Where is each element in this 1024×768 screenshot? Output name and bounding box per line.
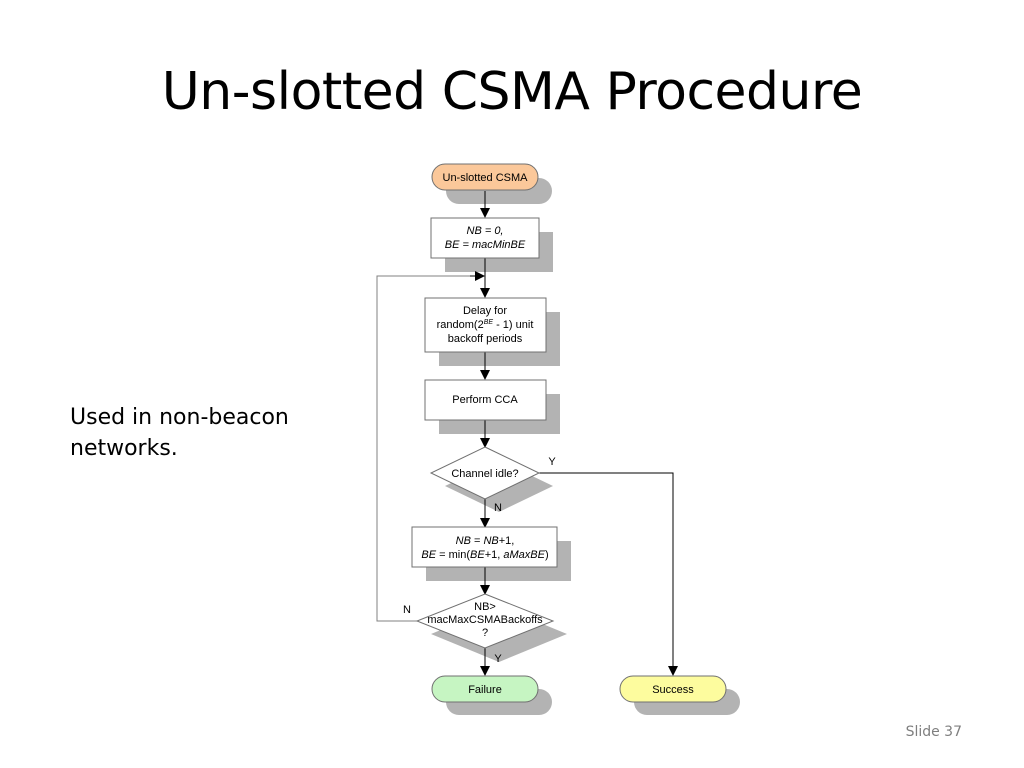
max-line3: ? — [482, 627, 488, 639]
failure-label: Failure — [468, 684, 502, 696]
node-success: Success — [619, 675, 727, 703]
init-line1: NB = 0, — [467, 225, 504, 237]
cca-label: Perform CCA — [452, 394, 518, 406]
connectors — [480, 191, 678, 676]
node-channel-idle-decision: Channel idle? Y N — [429, 446, 556, 514]
update-line2: BE = min(BE+1, aMaxBE) — [421, 549, 548, 561]
slide-number: Slide 37 — [905, 724, 962, 740]
node-delay: Delay for random(2BE - 1) unit backoff p… — [424, 297, 547, 353]
delay-line2: random(2BE - 1) unit — [437, 319, 534, 331]
max-line1: NB> — [474, 601, 496, 613]
bullet-text: Used in non-beacon networks. — [70, 405, 289, 461]
node-max-backoffs-decision: NB> macMaxCSMABackoffs ? N Y — [403, 593, 555, 665]
node-failure: Failure — [431, 675, 539, 703]
max-yes-label: Y — [494, 653, 502, 665]
node-cca: Perform CCA — [424, 379, 547, 421]
start-label: Un-slotted CSMA — [443, 172, 529, 184]
init-line2: BE = macMinBE — [445, 239, 526, 251]
update-line1: NB = NB+1, — [456, 535, 515, 547]
success-label: Success — [652, 684, 694, 696]
node-start: Un-slotted CSMA — [431, 163, 539, 191]
max-line2: macMaxCSMABackoffs — [427, 614, 543, 626]
max-no-label: N — [403, 604, 411, 616]
loop-back-line — [376, 275, 475, 622]
delay-line1: Delay for — [463, 305, 507, 317]
idle-yes-label: Y — [548, 456, 556, 468]
delay-line3: backoff periods — [448, 333, 523, 345]
node-update: NB = NB+1, BE = min(BE+1, aMaxBE) — [411, 526, 558, 568]
arrow-idle-to-success — [539, 472, 678, 676]
slide-title: Un-slotted CSMA Procedure — [161, 62, 863, 122]
idle-no-label: N — [494, 502, 502, 514]
node-init: NB = 0, BE = macMinBE — [430, 217, 540, 259]
idle-label: Channel idle? — [451, 468, 518, 480]
